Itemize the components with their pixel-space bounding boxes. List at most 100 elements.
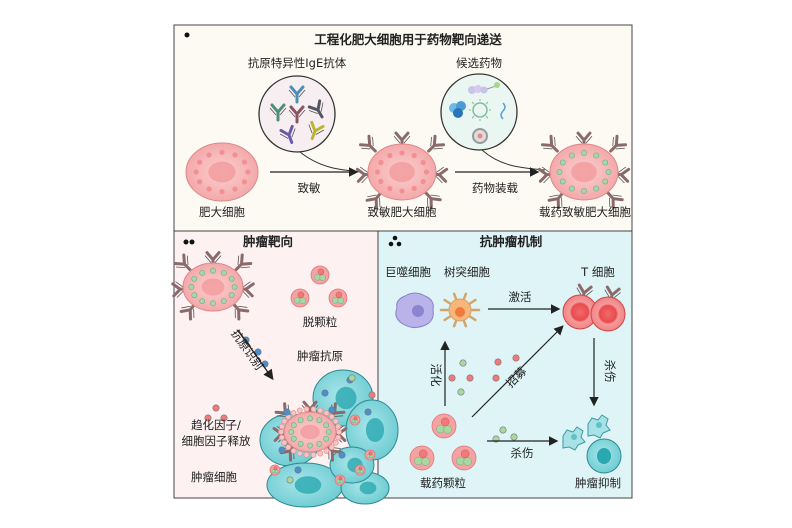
- step1-label: 致敏: [298, 181, 321, 195]
- drug-loaded-particle: [334, 474, 346, 486]
- dendritic-cell: [439, 292, 481, 328]
- granule: [568, 152, 575, 159]
- released-particle: [285, 444, 292, 451]
- drug-loaded-particle: [451, 445, 477, 471]
- released-particle: [278, 423, 285, 430]
- t-cell: [562, 283, 598, 330]
- granule: [191, 275, 198, 282]
- granule: [559, 178, 566, 185]
- cytokine: [204, 414, 212, 422]
- antibody-icon: [269, 103, 287, 122]
- antibody-icon: [541, 134, 559, 153]
- activation-label: 活化: [429, 364, 443, 387]
- tumor-inhibition-label: 肿瘤抑制: [575, 476, 621, 490]
- sensitized-mast-cell: [355, 131, 449, 210]
- granule: [387, 185, 393, 192]
- granule: [245, 169, 251, 175]
- drug-loaded-particle: [290, 288, 310, 308]
- granule: [307, 442, 313, 449]
- granule: [199, 298, 206, 305]
- granule: [568, 185, 575, 192]
- granule: [510, 433, 518, 441]
- granule: [196, 159, 203, 165]
- tumor-antigen: [328, 406, 336, 414]
- granule: [196, 179, 203, 185]
- granule: [459, 359, 467, 367]
- granule: [602, 178, 609, 185]
- granule: [605, 169, 612, 175]
- granule: [232, 186, 238, 192]
- macrophage-label: 巨噬细胞: [385, 265, 431, 279]
- tumor-antigen: [321, 389, 329, 397]
- granule: [316, 417, 323, 424]
- released-particle: [317, 450, 324, 457]
- granule: [210, 300, 216, 307]
- dying-tumor-cell: [587, 414, 611, 439]
- granule: [316, 440, 323, 447]
- granule: [290, 422, 297, 429]
- cytokine-label-line2: 细胞因子释放: [182, 434, 251, 448]
- released-particle: [323, 448, 330, 454]
- released-particle: [335, 423, 342, 430]
- granule: [466, 374, 474, 382]
- drug-loaded-mast-cell: [171, 251, 255, 321]
- granule: [411, 185, 417, 192]
- mast-cell: [185, 142, 259, 202]
- granule: [206, 152, 212, 158]
- cytokine-label-line1: 趋化因子/: [191, 418, 241, 432]
- antibody-icon: [424, 191, 442, 210]
- granule: [348, 374, 356, 382]
- nucleus: [294, 476, 322, 494]
- released-particle: [278, 434, 285, 441]
- released-particle: [310, 406, 317, 413]
- released-particle: [278, 429, 284, 435]
- antibody-icon: [547, 190, 565, 210]
- granule: [581, 188, 587, 194]
- granule: [297, 417, 304, 424]
- t-cell: [590, 285, 626, 332]
- released-particle: [296, 450, 303, 457]
- macrophage: [395, 292, 434, 329]
- step2-label: 药物装载: [472, 181, 518, 195]
- drug-loaded-particle: [310, 265, 330, 285]
- released-particle: [335, 434, 342, 441]
- released-particle: [332, 439, 339, 446]
- granule: [193, 169, 199, 175]
- drug-loaded-particle: [431, 413, 457, 439]
- released-particle: [328, 444, 335, 451]
- granule: [206, 186, 212, 192]
- granule: [323, 422, 330, 429]
- antibody-icon: [279, 124, 296, 145]
- granule: [399, 188, 405, 194]
- granule: [593, 185, 600, 192]
- granule: [191, 292, 198, 299]
- mast-cell-label: 肥大细胞: [199, 205, 245, 219]
- tumor-antigen-label: 肿瘤抗原: [297, 349, 343, 363]
- drug-particle-label: 载药颗粒: [420, 476, 466, 490]
- kill-label-vertical: 杀伤: [603, 360, 617, 383]
- released-particle: [336, 429, 342, 435]
- drug-loaded-mast-cell: [537, 131, 631, 210]
- granule: [494, 358, 502, 366]
- granule: [512, 354, 520, 362]
- tumor-antigen: [338, 451, 346, 459]
- cytokine: [220, 414, 228, 422]
- released-particle: [281, 418, 288, 425]
- granule: [219, 149, 225, 155]
- antibody-icon: [609, 134, 627, 153]
- drug-loaded-particle: [409, 445, 435, 471]
- antibody-icon: [231, 302, 250, 321]
- antibody-icon: [234, 253, 253, 272]
- tumor-antigen: [283, 408, 291, 416]
- released-particle: [290, 448, 297, 454]
- dendritic-cell-label: 树突细胞: [444, 265, 490, 279]
- recruit-arrow: [471, 325, 564, 418]
- nucleus: [359, 481, 377, 495]
- released-particle: [290, 410, 297, 416]
- granule: [499, 426, 507, 434]
- granule: [492, 374, 500, 382]
- granule: [210, 267, 216, 274]
- granule: [602, 159, 609, 166]
- released-particle: [296, 407, 303, 414]
- released-particle: [328, 413, 335, 420]
